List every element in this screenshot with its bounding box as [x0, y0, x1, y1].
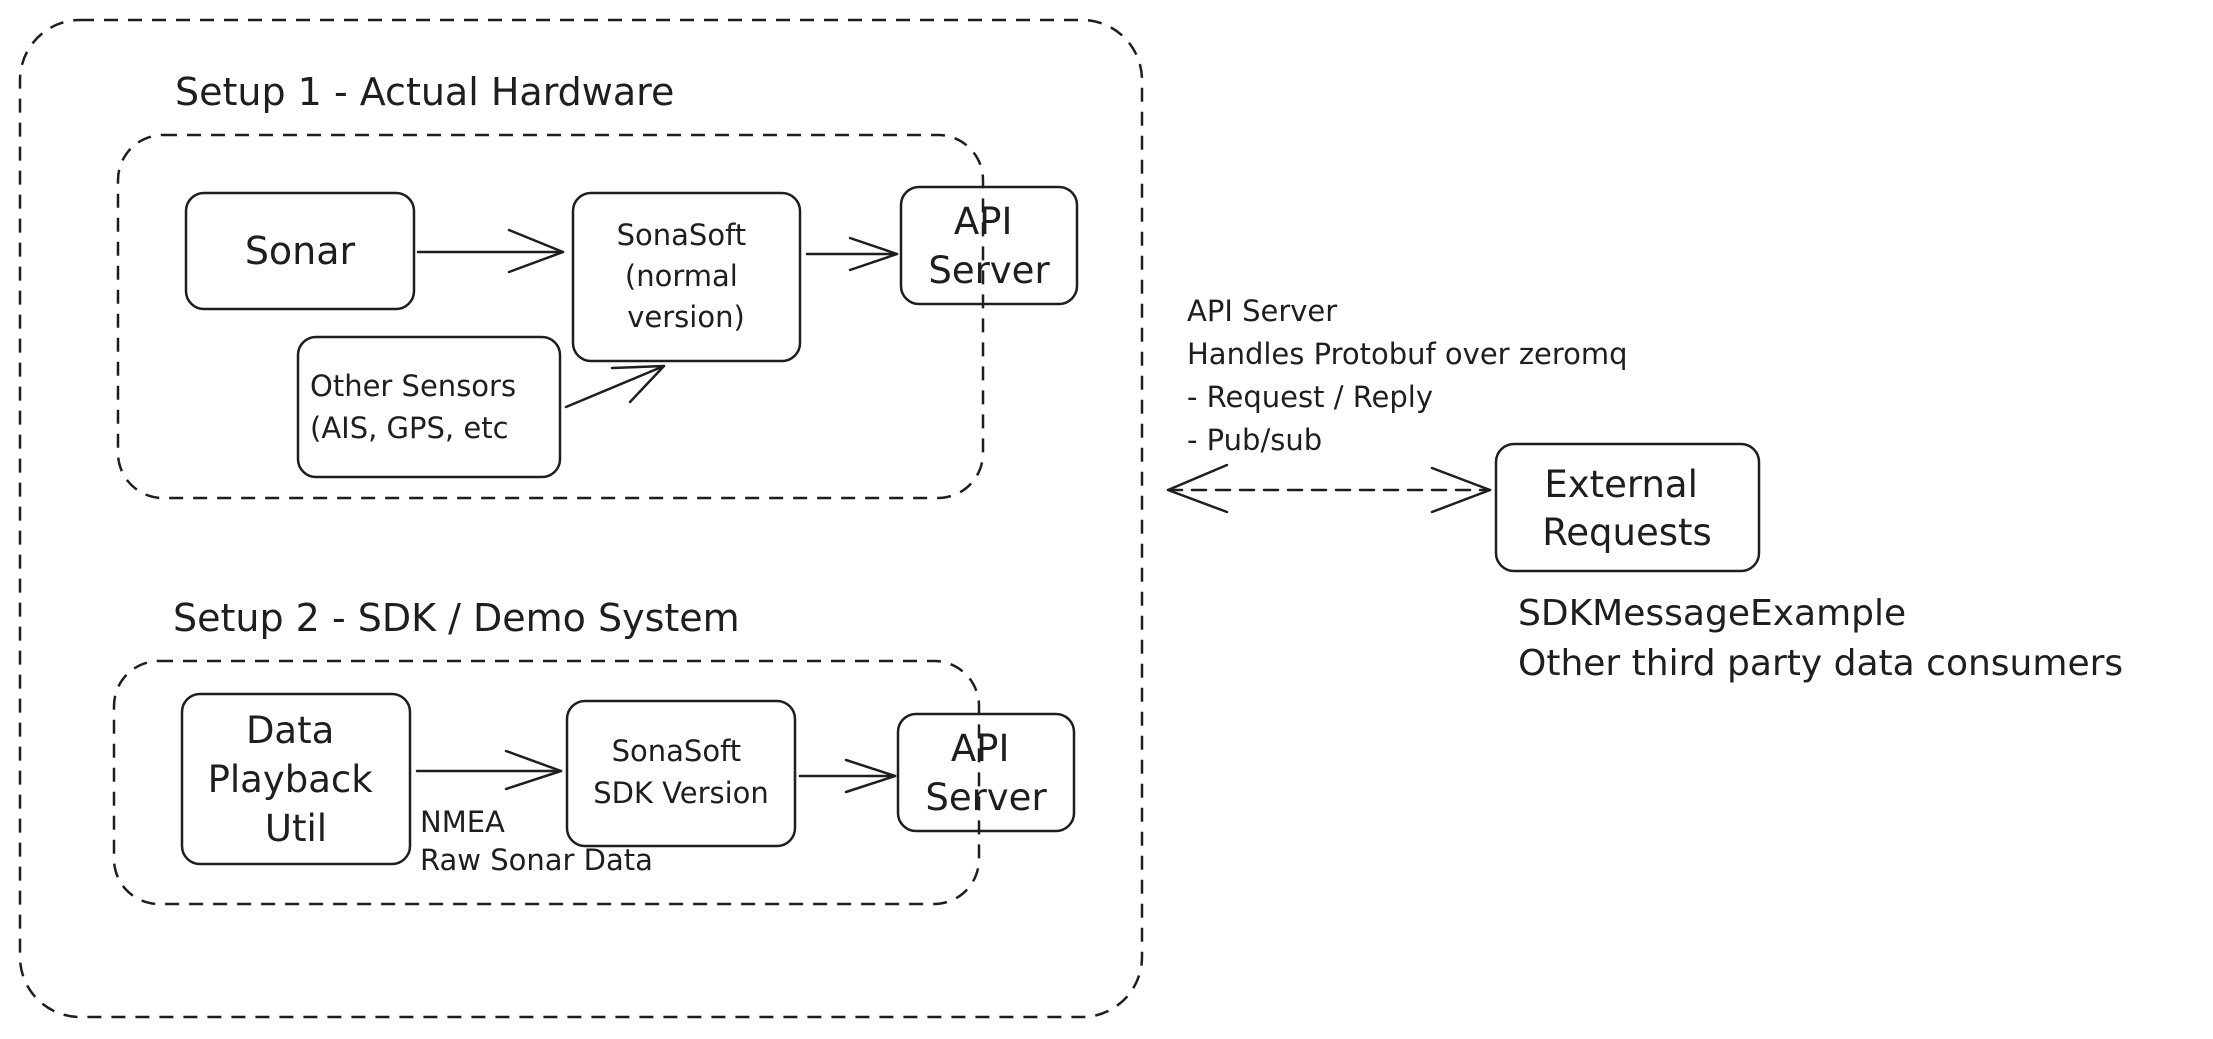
setup1-title: Setup 1 - Actual Hardware [175, 70, 674, 114]
sonasoft-normal-label: SonaSoft (normal version) [617, 218, 756, 334]
setup1-group [116, 133, 985, 500]
setup2-title: Setup 2 - SDK / Demo System [173, 596, 740, 640]
arrow-sonasoft-to-api-1 [805, 236, 899, 272]
arrow-playback-to-sdk [415, 749, 563, 791]
sonar-label: Sonar [245, 229, 356, 273]
sonasoft-sdk-label: SonaSoft SDK Version [593, 734, 769, 810]
arrow-sonar-to-sonasoft [416, 228, 565, 274]
consumers-note: SDKMessageExample Other third party data… [1518, 593, 2123, 684]
sonasoft-sdk-node: SonaSoft SDK Version [565, 699, 797, 848]
external-requests-label: External Requests [1542, 463, 1712, 554]
data-playback-node: Data Playback Util [180, 692, 412, 866]
outer-container [18, 18, 1144, 1019]
api-server-2-label: API Server [925, 727, 1047, 819]
api-server-note: API Server Handles Protobuf over zeromq … [1187, 294, 1637, 457]
sonasoft-normal-node: SonaSoft (normal version) [571, 191, 802, 363]
arrow-container-external-bidirectional [1166, 463, 1492, 514]
external-requests-node: External Requests [1494, 442, 1761, 573]
api-server-1-node: API Server [899, 185, 1079, 306]
api-server-1-label: API Server [928, 200, 1050, 292]
data-playback-label: Data Playback Util [208, 709, 385, 850]
arrow-sensors-to-sonasoft [564, 364, 666, 409]
api-server-2-node: API Server [896, 712, 1076, 833]
playback-edge-label: NMEA Raw Sonar Data [420, 805, 653, 877]
other-sensors-node: Other Sensors (AIS, GPS, etc [296, 335, 562, 479]
setup2-group [112, 659, 981, 906]
other-sensors-label: Other Sensors (AIS, GPS, etc [310, 369, 525, 445]
arrow-sdk-to-api-2 [798, 758, 897, 794]
sonar-node: Sonar [184, 191, 416, 311]
